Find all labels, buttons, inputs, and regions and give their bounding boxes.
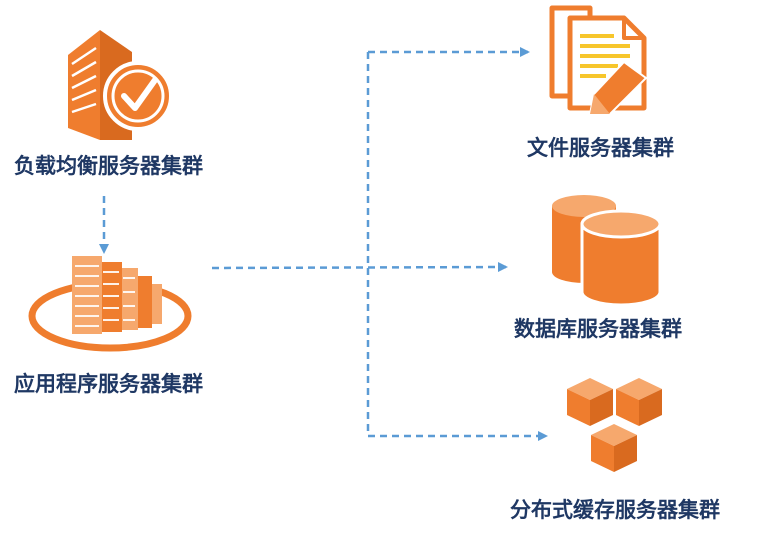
documents-pen-icon	[549, 5, 648, 115]
db-server-label: 数据库服务器集群	[514, 317, 682, 341]
cube-top-left	[567, 378, 613, 426]
database-cylinders-icon	[552, 195, 662, 307]
cube-bottom	[591, 424, 637, 472]
file-server-label: 文件服务器集群	[527, 136, 674, 160]
app-server-label: 应用程序服务器集群	[14, 372, 203, 396]
edge-app-to-db	[211, 262, 508, 273]
building-check-icon	[68, 30, 173, 140]
server-rack-icon	[28, 256, 192, 352]
cube-top-right	[616, 378, 662, 426]
load-balancer-label: 负载均衡服务器集群	[14, 154, 203, 178]
cache-server-label: 分布式缓存服务器集群	[510, 498, 720, 522]
cubes-icon	[567, 378, 662, 472]
connectors	[99, 47, 548, 441]
